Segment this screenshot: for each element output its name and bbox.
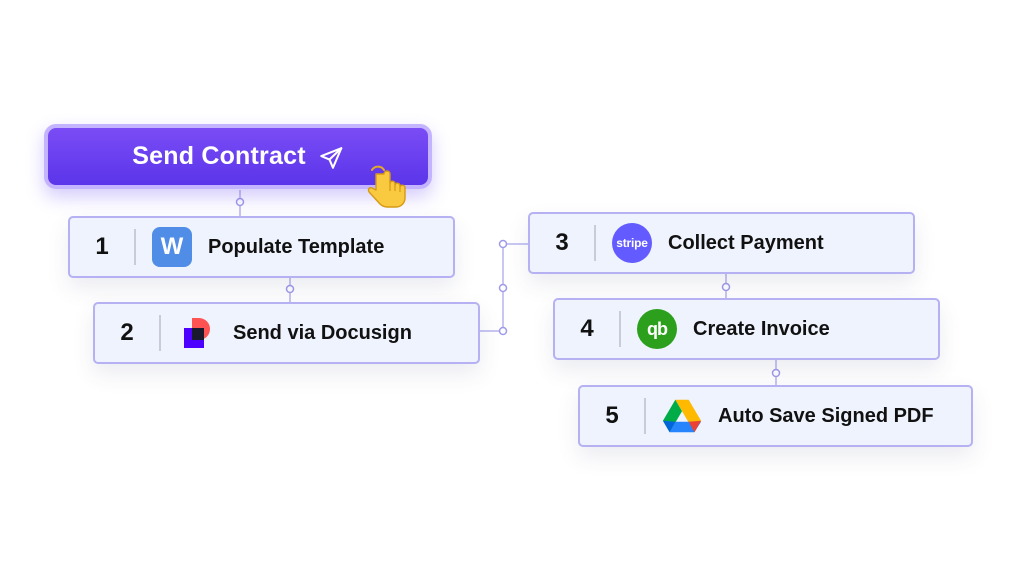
send-contract-button[interactable]: Send Contract <box>44 124 432 189</box>
step-label: Send via Docusign <box>233 321 412 344</box>
step-label: Populate Template <box>208 235 385 258</box>
step-divider <box>619 311 621 347</box>
send-contract-label: Send Contract <box>132 142 306 170</box>
step-number: 5 <box>605 402 619 429</box>
connector-node <box>285 284 295 294</box>
step-send-via-docusign[interactable]: 2 Send via Docusign <box>93 302 480 364</box>
step-collect-payment[interactable]: 3 stripe Collect Payment <box>528 212 915 274</box>
step-populate-template[interactable]: 1 W Populate Template <box>68 216 455 278</box>
step-divider <box>159 315 161 351</box>
step-divider <box>594 225 596 261</box>
connector-node <box>498 326 508 336</box>
step-label: Create Invoice <box>693 317 830 340</box>
step-divider <box>644 398 646 434</box>
step-number: 3 <box>555 229 569 256</box>
connector-node <box>498 283 508 293</box>
quickbooks-logo-icon: qb <box>637 309 677 349</box>
connector-node <box>235 197 245 207</box>
step-number: 4 <box>580 315 594 342</box>
step-divider <box>134 229 136 265</box>
connector-node <box>721 282 731 292</box>
paper-plane-icon <box>318 145 344 171</box>
docusign-logo-icon <box>177 313 217 353</box>
step-number: 1 <box>95 233 109 260</box>
step-label: Auto Save Signed PDF <box>718 404 934 427</box>
connector-node <box>498 239 508 249</box>
step-number: 2 <box>120 319 134 346</box>
stripe-logo-icon: stripe <box>612 223 652 263</box>
step-label: Collect Payment <box>668 231 824 254</box>
step-auto-save-signed-pdf[interactable]: 5 Auto Save Signed PDF <box>578 385 973 447</box>
word-logo-icon: W <box>152 227 192 267</box>
step-create-invoice[interactable]: 4 qb Create Invoice <box>553 298 940 360</box>
google-drive-logo-icon <box>662 396 702 436</box>
pointing-hand-icon <box>364 164 412 212</box>
connector-node <box>771 368 781 378</box>
